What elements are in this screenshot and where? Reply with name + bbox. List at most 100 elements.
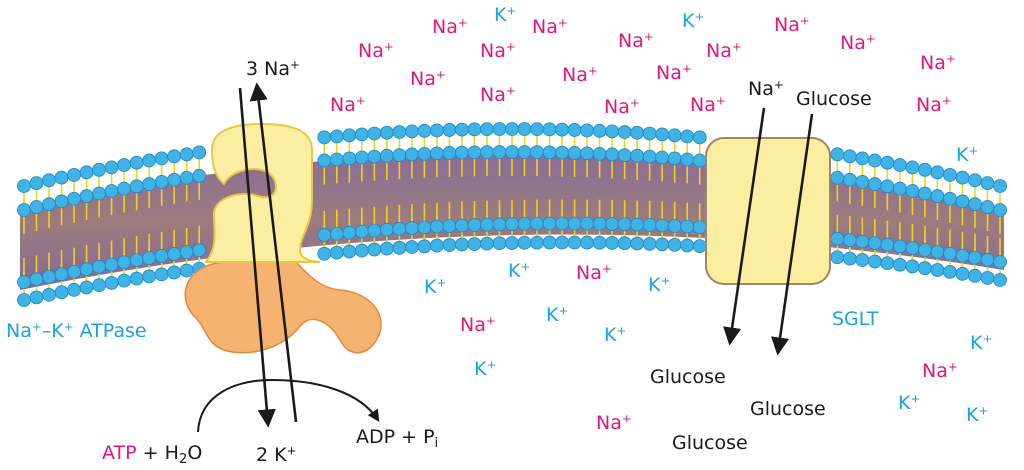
lipid-head bbox=[567, 235, 582, 250]
na-ion: Na+ bbox=[480, 83, 516, 106]
lipid-head bbox=[655, 150, 670, 165]
lipid-head bbox=[455, 145, 469, 160]
lipid-head bbox=[379, 241, 394, 256]
lipid-head bbox=[855, 234, 870, 249]
lipid-head bbox=[555, 122, 569, 137]
lipid-head bbox=[842, 149, 857, 164]
lipid-head bbox=[167, 149, 182, 164]
lipid-head bbox=[142, 153, 157, 168]
lipid-head bbox=[530, 216, 544, 231]
sglt-label: SGLT bbox=[832, 308, 879, 330]
lipid-head bbox=[980, 176, 995, 191]
lipid-head bbox=[467, 218, 482, 232]
lipid-head bbox=[968, 173, 982, 188]
lipid-head bbox=[517, 145, 532, 159]
lipid-head bbox=[905, 184, 920, 198]
lipid-head bbox=[617, 236, 632, 251]
lipid-head bbox=[79, 165, 94, 180]
glucose-label: Glucose bbox=[672, 432, 748, 454]
adp-pi-label: ADP + Pi bbox=[356, 426, 439, 451]
pump-name-label: Na+–K+ ATPase bbox=[6, 319, 147, 342]
lipid-head bbox=[354, 243, 369, 258]
lipid-head bbox=[530, 235, 544, 250]
lipid-head bbox=[142, 269, 157, 284]
lipid-head bbox=[67, 191, 81, 206]
lipid-head bbox=[517, 235, 532, 250]
lipid-head bbox=[993, 179, 1007, 193]
lipid-head bbox=[867, 177, 882, 191]
lipid-head bbox=[179, 170, 194, 185]
lipid-head bbox=[918, 162, 932, 177]
lipid-head bbox=[154, 249, 169, 263]
lipid-head bbox=[442, 238, 457, 252]
lipid-head bbox=[892, 181, 907, 196]
lipid-head bbox=[867, 236, 882, 251]
lipid-head bbox=[179, 245, 194, 259]
na-ion: Na+ bbox=[916, 93, 952, 116]
lipid-head bbox=[430, 146, 444, 161]
lipid-head bbox=[317, 153, 332, 168]
lipid-head bbox=[642, 149, 657, 164]
lipid-head bbox=[993, 255, 1007, 269]
lipid-head bbox=[342, 151, 357, 166]
lipid-head bbox=[655, 127, 670, 142]
lipid-head bbox=[630, 125, 645, 140]
na-ion: Na+ bbox=[576, 261, 612, 284]
k-ion: K+ bbox=[508, 259, 531, 282]
lipid-head bbox=[417, 239, 432, 254]
glucose-label: Glucose bbox=[750, 398, 826, 420]
lipid-head bbox=[842, 251, 857, 266]
lipid-head bbox=[930, 244, 945, 259]
lipid-head bbox=[54, 194, 69, 209]
lipid-head bbox=[192, 145, 207, 160]
lipid-head bbox=[154, 174, 169, 189]
lipid-head bbox=[980, 252, 995, 267]
lipid-head bbox=[342, 244, 357, 259]
lipid-head bbox=[842, 172, 857, 187]
lipid-head bbox=[530, 145, 544, 160]
lipid-head bbox=[154, 267, 169, 282]
lipid-head bbox=[392, 125, 407, 139]
lipid-head bbox=[605, 217, 620, 231]
lipid-head bbox=[642, 218, 657, 232]
k-ion: K+ bbox=[682, 9, 705, 32]
lipid-head bbox=[580, 123, 594, 138]
lipid-head bbox=[830, 147, 845, 162]
lipid-head bbox=[354, 150, 369, 165]
na-ion: Na+ bbox=[532, 15, 568, 38]
lipid-head bbox=[667, 219, 682, 233]
na-efflux-arrow bbox=[249, 82, 298, 423]
lipid-head bbox=[129, 155, 144, 170]
lipid-head bbox=[430, 238, 444, 253]
lipid-head bbox=[92, 186, 106, 201]
lipid-head bbox=[329, 245, 344, 260]
lipid-head bbox=[117, 273, 132, 288]
lipid-head bbox=[129, 271, 144, 286]
lipid-head bbox=[404, 147, 419, 162]
lipid-head bbox=[79, 262, 94, 277]
lipid-head bbox=[667, 151, 682, 166]
lipid-head bbox=[830, 231, 845, 246]
lipid-head bbox=[580, 146, 594, 161]
lipid-head bbox=[379, 125, 394, 140]
lipid-head bbox=[955, 266, 970, 281]
lipid-head bbox=[29, 290, 44, 305]
lipid-head bbox=[867, 254, 882, 269]
lipid-head bbox=[692, 130, 707, 145]
lipid-head bbox=[480, 217, 494, 232]
lipid-head bbox=[430, 219, 444, 234]
lipid-head bbox=[592, 146, 607, 161]
lipid-head bbox=[455, 237, 469, 252]
lipid-head bbox=[17, 275, 31, 289]
lipid-head bbox=[392, 221, 407, 236]
lipid-head bbox=[505, 236, 519, 250]
lipid-head bbox=[467, 122, 482, 137]
lipid-head bbox=[492, 145, 507, 159]
lipid-head bbox=[880, 155, 895, 170]
lipid-head bbox=[692, 239, 707, 254]
lipid-head bbox=[830, 250, 845, 265]
lipid-head bbox=[617, 217, 632, 232]
lipid-head bbox=[367, 149, 382, 164]
lipid-head bbox=[129, 179, 144, 194]
